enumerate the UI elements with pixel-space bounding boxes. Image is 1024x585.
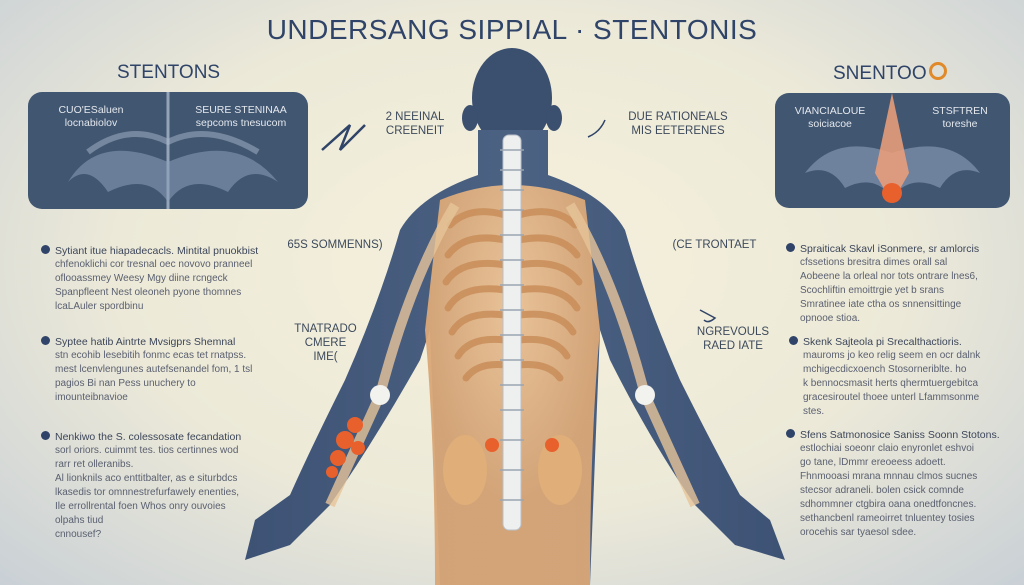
- panel-label-left: VIANCIALOUE soiciacoe: [794, 105, 866, 130]
- xray-vertebra-image: [68, 92, 278, 209]
- bullet-text-line: orocehis sar tyaesol sdee.: [800, 527, 917, 538]
- head: [472, 48, 552, 148]
- bullet-text-line: lcaLAuler spordbinu: [55, 301, 144, 312]
- bullet-text-line: lkasedis tor omnnestrefurfawely enenties…: [55, 487, 239, 498]
- ribs: [442, 208, 583, 382]
- bullet-text-line: SNENTOO: [833, 63, 927, 84]
- bullet-text-line: Syptee hatib Aintrte Mvsigprs Shemnal: [55, 336, 236, 348]
- bullet-icon: [41, 431, 50, 440]
- right-bullet-2: Skenk Sajteola pi Srecalthactioris. maur…: [789, 335, 1015, 419]
- bullet-text-line: sorl oriors. cuimmt tes. tios certinnes …: [55, 445, 239, 456]
- left-bullet-3: Nenkiwo the S. colessosate fecandation s…: [41, 430, 285, 542]
- bullet-text-line: Smratinee iate ctha os snnensittinge: [800, 299, 962, 310]
- right-heading: SNENTOO: [833, 62, 947, 85]
- bullet-icon: [786, 429, 795, 438]
- bullet-text-line: olpahs tiud: [55, 515, 104, 526]
- bullet-text-line: mauroms jo keo relig seem en ocr dalnk: [803, 350, 981, 361]
- bullet-text-line: gracesiroutel thoee unterl Lfammsonme: [803, 392, 980, 403]
- target-icon: [928, 62, 947, 80]
- bullet-text-line: cnnousef?: [55, 529, 102, 540]
- bullet-text-line: chfenoklichi cor tresnal oec novovo pran…: [55, 259, 253, 270]
- bullet-text-line: Al lionknils aco enttitbalter, as e situ…: [55, 473, 238, 484]
- spine: [502, 134, 522, 531]
- left-bullet-2: Syptee hatib Aintrte Mvsigprs Shemnal st…: [41, 335, 285, 405]
- bullet-text-line: Aobeene la orleal nor tots ontrare lnes6…: [800, 271, 978, 282]
- bullet-text-line: stecsor adraneli. bolen csick comnde: [800, 485, 964, 496]
- bullet-text-line: sethancbenl rameoirret tnluentey tosies: [800, 513, 975, 524]
- bullet-text-line: Sfens Satmonosice Saniss Soonn Stotons.: [800, 429, 1000, 441]
- bullet-text-line: cfssetions bresitra dimes orall sal: [800, 257, 948, 268]
- page-title: UNDERSANG SIPPIAL · STENTONIS: [266, 14, 758, 45]
- right-bullet-3: Sfens Satmonosice Saniss Soonn Stotons. …: [786, 428, 1015, 540]
- bullet-text-line: sdhommner ctgbira oana onedtfoncnes.: [800, 499, 977, 510]
- callout-top-left: 2 NEEINAL CREENEIT: [385, 111, 445, 137]
- bullet-text-line: Spraiticak Skavl iSonmere, sr amlorcis: [800, 243, 980, 255]
- bullet-text-line: imounteibnavioe: [55, 392, 128, 403]
- callout-low-left: TNATRADO CMERE IME(: [294, 323, 357, 363]
- bullet-text-line: Scochliftin emoittrgie yet b srans: [800, 285, 944, 296]
- left-heading: STENTONS: [117, 62, 221, 83]
- left-image-panel: CUO'ESaluen locnabiolov SEURE STENINAA s…: [28, 92, 308, 209]
- callout-low-right: NGREVOULS RAED IATE: [696, 326, 770, 352]
- callout-mid-left: 65S SOMMENNS): [287, 239, 383, 251]
- bullet-text-line: rarr ret olleranibs.: [55, 459, 134, 470]
- bullet-text-line: mchigecdicxoench Stosorneriblte. ho: [803, 364, 967, 375]
- bullet-icon: [789, 336, 798, 345]
- right-image-panel: VIANCIALOUE soiciacoe STSFTREN toreshe: [775, 93, 1010, 208]
- bullet-text-line: Spanpfleent Nest oleoneh pyone thomnes: [55, 287, 242, 298]
- bullet-text-line: Sytiant itue hiapadecacls. Mintital pnuo…: [55, 245, 259, 257]
- panel-label-right: STSFTREN toreshe: [932, 105, 988, 130]
- bullet-text-line: stn ecohib lesebitih fonmc ecas tet rnat…: [55, 350, 247, 361]
- bullet-icon: [41, 245, 50, 254]
- inflamed-vertebra-image: [805, 93, 980, 203]
- bullet-icon: [786, 243, 795, 252]
- bullet-text-line: Nenkiwo the S. colessosate fecandation: [55, 431, 242, 443]
- bullet-text-line: Ile errollrental foen Whos onry ouvoies: [55, 501, 226, 512]
- bullet-text-line: estlochiai soeonr claio enyronlet eshvoi: [800, 443, 974, 454]
- left-bullet-1: Sytiant itue hiapadecacls. Mintital pnuo…: [41, 244, 285, 314]
- bullet-text-line: go tane, lDmmr ereoeess adoett.: [800, 457, 946, 468]
- callout-top-right: DUE RATIONEALS MIS EETERENES: [628, 111, 728, 137]
- bullet-icon: [41, 336, 50, 345]
- panel-label-left: CUO'ESaluen locnabiolov: [58, 104, 124, 129]
- bullet-text-line: oflooassmey Weesy Mgy diine rcngeck: [55, 273, 228, 284]
- bullet-text-line: mest lcenvlengunes autefsenandel fom, 1 …: [55, 364, 253, 375]
- bullet-text-line: stes.: [803, 406, 825, 417]
- inflammation-marker: [326, 417, 365, 478]
- bullet-text-line: k bennocsmasit herts qhermtuergebitca: [803, 378, 979, 389]
- callout-mid-right: (CE TRONTAET: [672, 239, 757, 251]
- panel-label-right: SEURE STENINAA sepcoms tnesucom: [195, 104, 287, 129]
- bullet-text-line: opnooe stioa.: [800, 313, 861, 324]
- bullet-text-line: Fhnmooasi mrana mnnau clmos sucnes: [800, 471, 978, 482]
- right-bullet-1: Spraiticak Skavl iSonmere, sr amlorcis c…: [786, 242, 1015, 326]
- bullet-text-line: Skenk Sajteola pi Srecalthactioris.: [803, 336, 962, 348]
- bullet-text-line: pagios Bi nan Pess unuchery to: [55, 378, 196, 389]
